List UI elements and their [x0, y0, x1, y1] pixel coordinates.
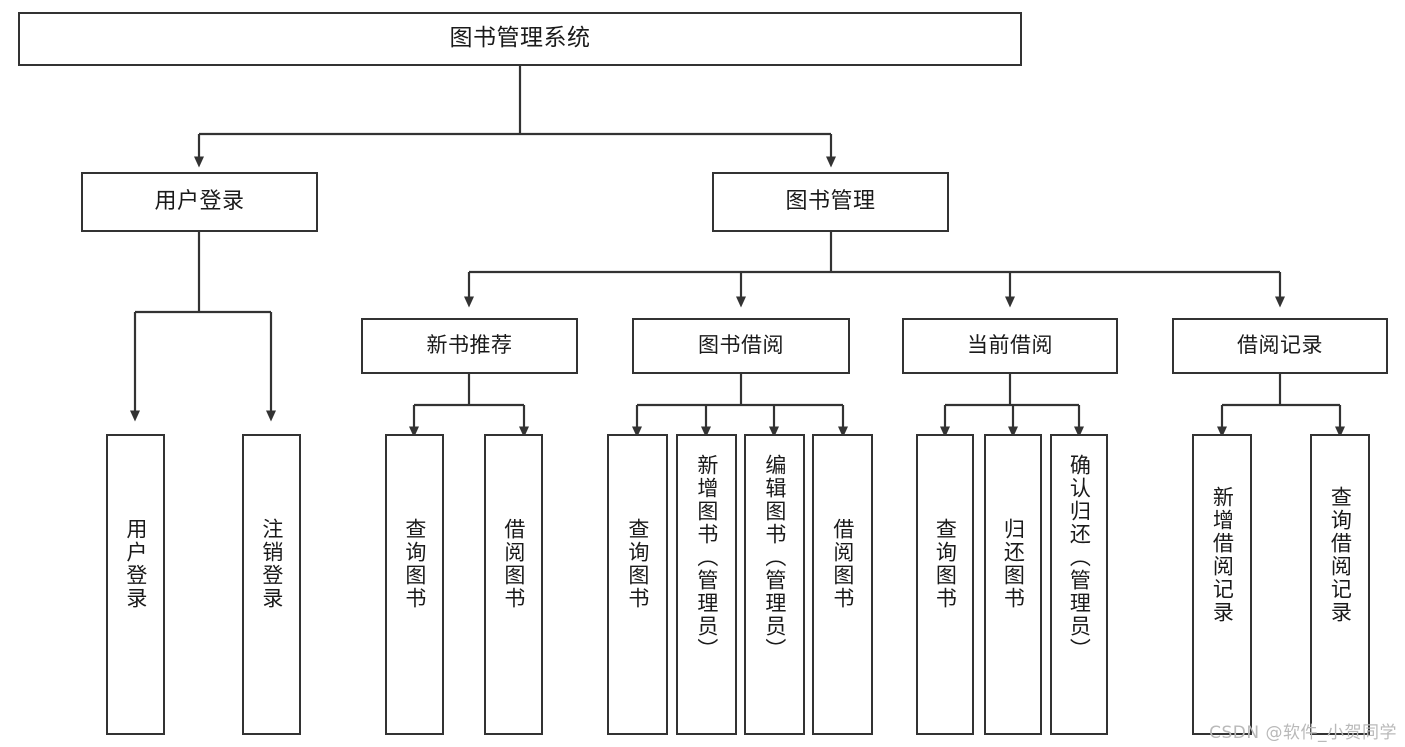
leaf-query-borrow-record-label: 查询借阅记录: [1328, 486, 1353, 624]
node-current-borrow-label: 当前借阅: [967, 333, 1053, 358]
leaf-add-book-admin-label: 新增图书（管理员）: [694, 454, 719, 661]
leaf-borrow-book-recommend-label: 借阅图书: [501, 518, 526, 610]
leaf-return-book-label: 归还图书: [1001, 518, 1026, 610]
leaf-query-book-current[interactable]: 查询图书: [916, 434, 974, 735]
leaf-confirm-return-admin[interactable]: 确认归还（管理员）: [1050, 434, 1108, 735]
node-new-book-recommend-label: 新书推荐: [426, 333, 513, 358]
leaf-add-borrow-record-label: 新增借阅记录: [1210, 486, 1235, 624]
leaf-logout-label: 注销登录: [259, 518, 284, 610]
csdn-watermark: CSDN @软件_小贺同学: [1209, 723, 1397, 743]
leaf-query-book-recommend[interactable]: 查询图书: [385, 434, 444, 735]
leaf-logout[interactable]: 注销登录: [242, 434, 301, 735]
leaf-add-borrow-record[interactable]: 新增借阅记录: [1192, 434, 1252, 735]
node-root[interactable]: 图书管理系统: [18, 12, 1022, 66]
node-borrow-record[interactable]: 借阅记录: [1172, 318, 1388, 374]
leaf-borrow-book-recommend[interactable]: 借阅图书: [484, 434, 543, 735]
node-user-login[interactable]: 用户登录: [81, 172, 318, 232]
leaf-edit-book-admin-label: 编辑图书（管理员）: [762, 454, 787, 661]
leaf-query-borrow-record[interactable]: 查询借阅记录: [1310, 434, 1370, 735]
leaf-borrow-book-label: 借阅图书: [830, 518, 855, 610]
node-new-book-recommend[interactable]: 新书推荐: [361, 318, 578, 374]
leaf-query-book-borrow[interactable]: 查询图书: [607, 434, 668, 735]
leaf-query-book-borrow-label: 查询图书: [625, 518, 650, 610]
leaf-confirm-return-admin-label: 确认归还（管理员）: [1067, 454, 1092, 661]
leaf-query-book-current-label: 查询图书: [933, 518, 958, 610]
node-current-borrow[interactable]: 当前借阅: [902, 318, 1118, 374]
leaf-user-login[interactable]: 用户登录: [106, 434, 165, 735]
leaf-borrow-book[interactable]: 借阅图书: [812, 434, 873, 735]
node-book-borrow[interactable]: 图书借阅: [632, 318, 850, 374]
node-book-management[interactable]: 图书管理: [712, 172, 949, 232]
leaf-query-book-recommend-label: 查询图书: [402, 518, 427, 610]
node-borrow-record-label: 借阅记录: [1237, 333, 1323, 358]
node-user-login-label: 用户登录: [154, 188, 245, 214]
node-book-borrow-label: 图书借阅: [698, 333, 784, 358]
leaf-add-book-admin[interactable]: 新增图书（管理员）: [676, 434, 737, 735]
node-root-label: 图书管理系统: [449, 25, 591, 52]
node-book-management-label: 图书管理: [785, 188, 876, 214]
leaf-return-book[interactable]: 归还图书: [984, 434, 1042, 735]
leaf-user-login-label: 用户登录: [123, 518, 148, 610]
leaf-edit-book-admin[interactable]: 编辑图书（管理员）: [744, 434, 805, 735]
